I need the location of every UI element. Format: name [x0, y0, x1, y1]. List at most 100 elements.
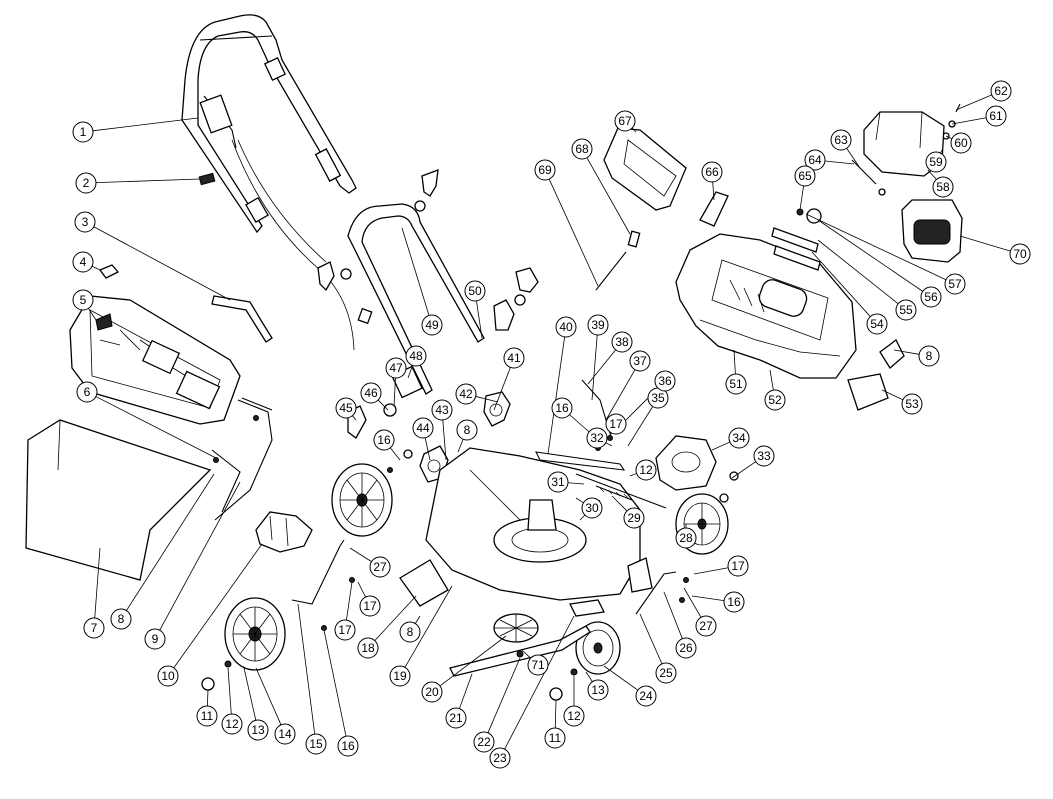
side-flap	[399, 559, 449, 607]
blade	[449, 625, 591, 677]
wheel-front-left	[224, 597, 286, 671]
part-callout-circle-16	[334, 619, 356, 641]
part-callout-6: 7	[83, 617, 105, 639]
part-callout-8: 9	[144, 628, 166, 650]
part-callout-circle-4	[72, 289, 94, 311]
part-callout-66: 67	[614, 110, 636, 132]
part-callout-circle-18	[389, 665, 411, 687]
part-callout-48: 49	[421, 314, 443, 336]
part-callout-23: 24	[635, 685, 657, 707]
part-callout-22: 23	[489, 747, 511, 769]
part-callout-circle-68	[534, 159, 556, 181]
part-callout-54: 55	[895, 299, 917, 321]
part-callout-number-12: 13	[251, 723, 265, 737]
part-callout-circle-57	[932, 176, 954, 198]
part-callout-42: 43	[431, 399, 453, 421]
part-leader-52	[881, 389, 904, 401]
part-leader-17	[374, 595, 417, 641]
part-leader-3	[91, 265, 101, 271]
part-callout-number-9: 10	[161, 669, 175, 683]
extra-callout-number-0: 8	[464, 423, 471, 437]
part-callout-number-62: 63	[834, 133, 848, 147]
part-callout-27: 28	[675, 527, 697, 549]
part-callout-number-47: 48	[409, 349, 423, 363]
part-leader-55	[817, 219, 923, 292]
part-leader-13	[255, 667, 282, 726]
part-callout-number-0: 1	[80, 125, 87, 139]
part-leader-6	[94, 547, 101, 619]
battery-charger	[901, 199, 963, 263]
extra-callout-8: 16	[723, 591, 745, 613]
part-callout-68: 69	[534, 159, 556, 181]
part-callout-18: 19	[389, 665, 411, 687]
part-callout-circle-56	[944, 273, 966, 295]
extra-leader-12	[349, 547, 372, 562]
extra-callout-5: 13	[587, 679, 609, 701]
extra-leader-6	[389, 447, 401, 461]
part-callout-number-65: 66	[705, 165, 719, 179]
part-leader-28	[611, 495, 628, 512]
part-leader-2	[93, 226, 231, 301]
extra-leader-5	[585, 671, 593, 682]
extra-callout-1: 8	[399, 621, 421, 643]
extra-callout-number-2: 8	[926, 349, 933, 363]
part-callout-circle-23	[635, 685, 657, 707]
part-leader-4	[88, 308, 97, 321]
extra-callout-number-12: 27	[373, 560, 387, 574]
part-leader-19	[439, 635, 507, 687]
part-callout-circle-9	[157, 665, 179, 687]
part-callout-circle-29	[581, 497, 603, 519]
part-callout-2: 3	[74, 211, 96, 233]
extra-callout-number-9: 17	[609, 417, 623, 431]
part-callout-40: 41	[503, 347, 525, 369]
part-callout-number-70: 71	[531, 658, 545, 672]
part-callout-21: 22	[473, 731, 495, 753]
lid-hinge	[699, 191, 729, 227]
part-callout-circle-33	[728, 427, 750, 449]
part-callout-16: 17	[334, 619, 356, 641]
part-callout-45: 46	[360, 382, 382, 404]
extra-callout-9: 17	[605, 413, 627, 435]
extra-callout-circle-8	[723, 591, 745, 613]
part-callout-number-5: 6	[84, 385, 91, 399]
extra-callout-number-6: 16	[377, 433, 391, 447]
grass-box-top	[69, 295, 241, 425]
part-callout-number-21: 22	[477, 735, 491, 749]
part-callout-circle-12	[247, 719, 269, 741]
front-axle	[291, 539, 345, 605]
part-callout-circle-35	[654, 370, 676, 392]
part-callout-number-51: 52	[768, 393, 782, 407]
part-leader-61	[955, 94, 992, 111]
grass-bag	[25, 419, 212, 581]
part-callout-circle-27	[675, 527, 697, 549]
part-callout-53: 54	[866, 313, 888, 335]
part-callout-51: 52	[764, 389, 786, 411]
part-callout-64: 65	[794, 165, 816, 187]
part-leader-14	[297, 603, 316, 735]
part-callout-43: 44	[412, 417, 434, 439]
part-callout-circle-46	[385, 357, 407, 379]
part-callout-number-28: 29	[627, 511, 641, 525]
part-callout-69: 70	[1009, 243, 1031, 265]
part-callout-46: 47	[385, 357, 407, 379]
extra-leader-1	[414, 615, 421, 624]
part-leader-49	[476, 300, 483, 339]
part-leader-70	[521, 649, 531, 659]
part-callout-number-2: 3	[82, 215, 89, 229]
part-callout-circle-3	[72, 251, 94, 273]
part-callout-number-68: 69	[538, 163, 552, 177]
part-leader-23	[603, 665, 639, 691]
part-callout-circle-15	[337, 735, 359, 757]
part-leader-45	[377, 399, 389, 411]
part-callout-circle-66	[614, 110, 636, 132]
part-callout-circle-37	[611, 331, 633, 353]
part-callout-circle-54	[895, 299, 917, 321]
part-callout-circle-32	[753, 445, 775, 467]
part-callout-number-66: 67	[618, 114, 632, 128]
grass-box-frame	[211, 397, 273, 521]
part-callout-52: 53	[901, 393, 923, 415]
part-callout-circle-14	[305, 733, 327, 755]
extra-callout-circle-7	[551, 397, 573, 419]
